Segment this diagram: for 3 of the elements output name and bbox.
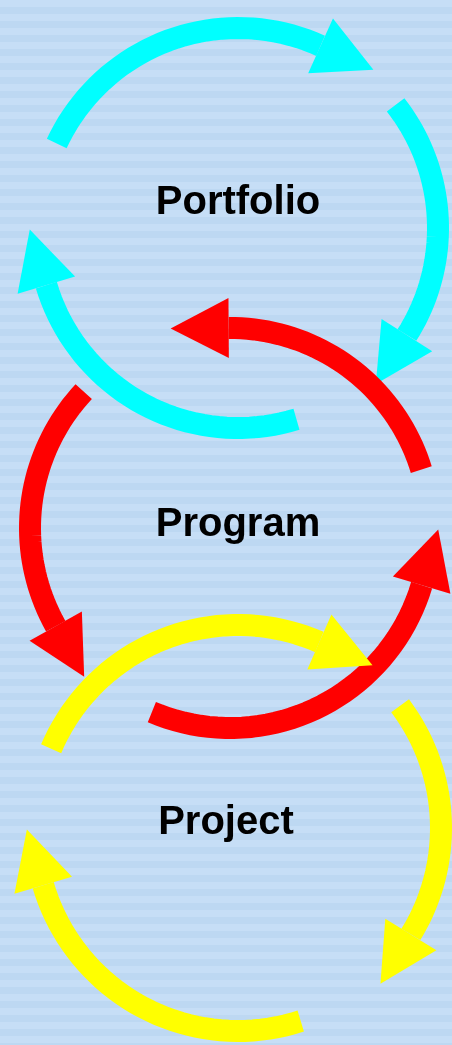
cycle-label: Portfolio [155, 178, 321, 222]
cycle-label: Project [158, 798, 294, 842]
cycle-label: Program [155, 500, 321, 544]
